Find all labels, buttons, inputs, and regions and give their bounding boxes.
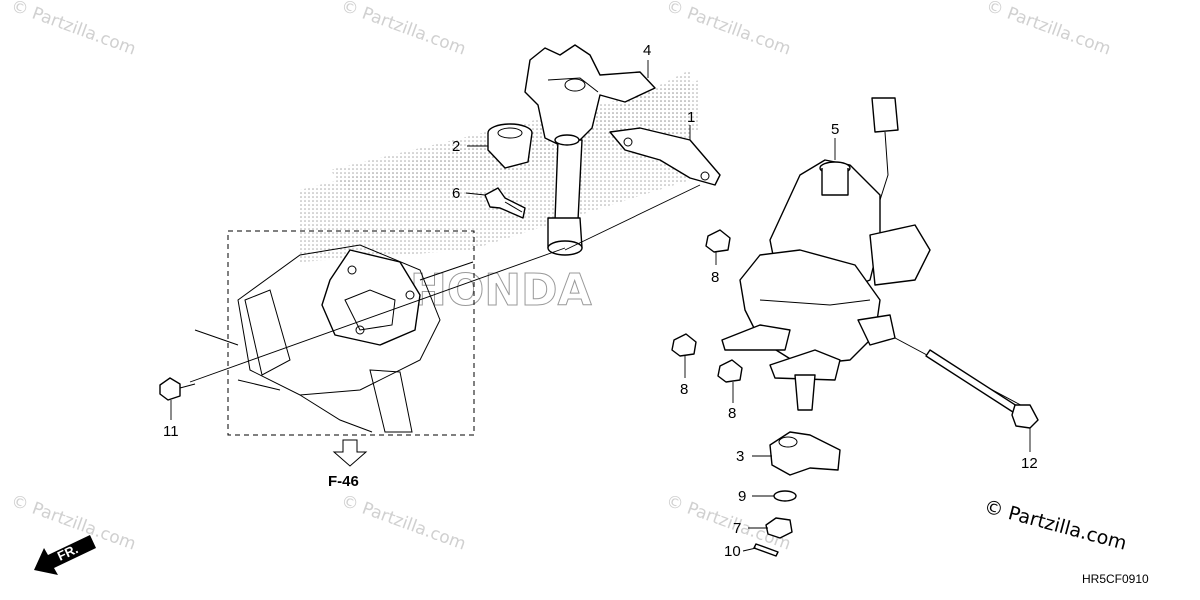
reference-label: F-46	[328, 473, 359, 490]
frame-reference-box	[194, 230, 475, 436]
callout-8: 8	[680, 381, 688, 398]
diagram-code: HR5CF0910	[1082, 572, 1149, 586]
brand-text: HONDA	[410, 265, 592, 316]
callout-12: 12	[1021, 455, 1038, 472]
leader-lines	[170, 60, 1031, 552]
callout-10: 10	[724, 543, 741, 560]
callout-5: 5	[831, 121, 839, 138]
callout-8: 8	[728, 405, 736, 422]
callout-11: 11	[163, 423, 179, 440]
callout-8: 8	[711, 269, 719, 286]
small-parts	[159, 229, 1039, 557]
front-direction-indicator: FR.	[34, 535, 96, 575]
callout-6: 6	[452, 185, 460, 202]
front-arrow-icon	[34, 535, 96, 575]
copyright-text: © Partzilla.com	[982, 496, 1129, 555]
callout-2: 2	[452, 138, 460, 155]
power-steering-unit	[721, 97, 931, 411]
watermark-text: © Partzilla.com	[983, 0, 1113, 60]
watermark-text: © Partzilla.com	[663, 0, 793, 60]
callout-4: 4	[643, 42, 651, 59]
callout-9: 9	[738, 488, 746, 505]
watermark-text: © Partzilla.com	[8, 0, 138, 60]
callout-3: 3	[736, 448, 744, 465]
watermark-text: © Partzilla.com	[338, 491, 468, 555]
callout-7: 7	[733, 520, 741, 537]
watermark-text: © Partzilla.com	[338, 0, 468, 60]
steering-shaft-assembly	[484, 44, 721, 256]
callout-1: 1	[687, 109, 695, 126]
callout-labels: 1 2 3 4 5 6 7 8 8 8 9 10 11 12	[163, 42, 1038, 560]
reference-arrow: F-46	[328, 439, 368, 490]
